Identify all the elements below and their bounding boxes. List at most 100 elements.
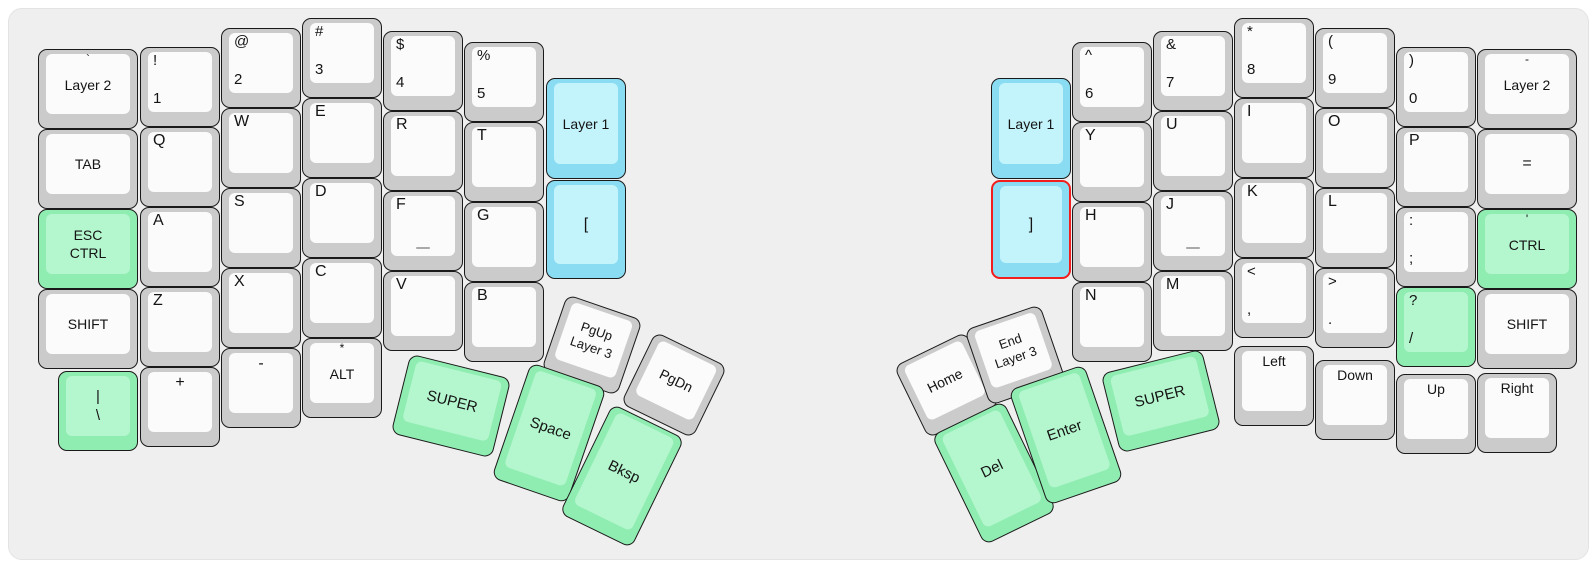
keycap-top: 'CTRL [1485,212,1569,274]
key-label: C [315,263,327,280]
key-equals[interactable]: = [1477,129,1577,209]
key-label: Del [977,455,1006,482]
key-w[interactable]: W [221,108,301,188]
key-dollar-4[interactable]: $4 [383,31,463,111]
keycap-top: -Layer 2 [1485,52,1569,114]
key-g[interactable]: G [464,202,544,282]
key-z[interactable]: Z [140,287,220,367]
key-layer1-left[interactable]: Layer 1 [546,78,626,179]
key-y[interactable]: Y [1072,122,1152,202]
key-paren-9[interactable]: (9 [1315,28,1395,108]
key-minus[interactable]: - [221,348,301,428]
keycap-top: ] [1000,186,1062,263]
key-o[interactable]: O [1315,108,1395,188]
key-caret-6[interactable]: ^6 [1072,42,1152,122]
key-j[interactable]: J [1153,191,1233,271]
key-paren-0[interactable]: )0 [1396,47,1476,127]
key-plus[interactable]: + [140,367,220,447]
key-p[interactable]: P [1396,127,1476,207]
key-k[interactable]: K [1234,178,1314,258]
keycap-top: SUPER [402,360,503,442]
key-label: % [477,47,491,64]
key-label: ! [153,52,158,69]
key-label: I [1247,103,1252,120]
key-b[interactable]: B [464,282,544,362]
key-h[interactable]: H [1072,202,1152,282]
key-label: 4 [396,74,405,91]
key-right-bracket[interactable]: ] [991,180,1071,279]
key-asterisk-8[interactable]: *8 [1234,18,1314,98]
key-hash-3[interactable]: #3 [302,18,382,98]
key-label: A [153,212,164,229]
key-arrow-right[interactable]: Right [1477,373,1557,453]
key-at-2[interactable]: @2 [221,28,301,108]
key-label: Layer 1 [1007,115,1055,132]
keycap-top: :; [1404,212,1468,272]
key-arrow-left[interactable]: Left [1234,346,1314,426]
key-n[interactable]: N [1072,282,1152,362]
keycap-top: Right [1485,378,1549,438]
key-left-bracket[interactable]: [ [546,180,626,279]
key-label: ' [1525,212,1529,226]
key-shift-right[interactable]: SHIFT [1477,289,1577,369]
key-r[interactable]: R [383,111,463,191]
key-layer2-left[interactable]: `Layer 2 [38,49,138,129]
key-amp-7[interactable]: &7 [1153,31,1233,111]
key-colon-semicolon[interactable]: :; [1396,207,1476,287]
keycap-top: B [472,287,536,347]
keycap-top: >. [1323,273,1387,333]
keycap-top: T [472,127,536,187]
key-label: 5 [477,85,486,102]
keycap-top: X [229,273,293,333]
key-percent-5[interactable]: %5 [464,42,544,122]
key-v[interactable]: V [383,271,463,351]
key-label: ( [1328,33,1333,50]
key-exclam-1[interactable]: !1 [140,47,220,127]
key-label: J [1166,196,1174,213]
keycap-top: Down [1323,365,1387,425]
key-c[interactable]: C [302,258,382,338]
keycap-top: @2 [229,33,293,93]
key-label: Layer 1 [562,115,610,132]
keycap-top: - [229,353,293,413]
keycap-top: U [1161,116,1225,176]
key-q[interactable]: Q [140,127,220,207]
key-m[interactable]: M [1153,271,1233,351]
key-label: O [1328,113,1341,130]
key-u[interactable]: U [1153,111,1233,191]
key-greater-period[interactable]: >. [1315,268,1395,348]
key-d[interactable]: D [302,178,382,258]
key-label: Down [1337,367,1373,383]
keycap-top: N [1080,287,1144,347]
key-shift-left[interactable]: SHIFT [38,289,138,369]
key-label: ^ [1085,47,1093,64]
key-label: , [1247,301,1252,318]
key-question-slash[interactable]: ?/ [1396,287,1476,367]
key-less-comma[interactable]: <, [1234,258,1314,338]
key-s[interactable]: S [221,188,301,268]
key-dash-layer2[interactable]: -Layer 2 [1477,49,1577,129]
key-label: * [339,341,345,355]
keycap-top: (9 [1323,33,1387,93]
keycap-top: + [148,372,212,432]
key-a[interactable]: A [140,207,220,287]
key-x[interactable]: X [221,268,301,348]
keycap-top: <, [1242,263,1306,323]
key-label: Y [1085,127,1096,144]
key-e[interactable]: E [302,98,382,178]
key-arrow-up[interactable]: Up [1396,374,1476,454]
key-t[interactable]: T [464,122,544,202]
key-arrow-down[interactable]: Down [1315,360,1395,440]
key-l[interactable]: L [1315,188,1395,268]
key-layer1-right[interactable]: Layer 1 [991,78,1071,179]
key-label: @ [234,33,250,50]
key-i[interactable]: I [1234,98,1314,178]
key-star-alt[interactable]: *ALT [302,338,382,418]
key-pipe-backslash[interactable]: |\ [58,371,138,451]
key-quote-ctrl[interactable]: 'CTRL [1477,209,1577,289]
keycap-top: SHIFT [1485,294,1569,354]
key-tab[interactable]: TAB [38,129,138,209]
key-f[interactable]: F [383,191,463,271]
